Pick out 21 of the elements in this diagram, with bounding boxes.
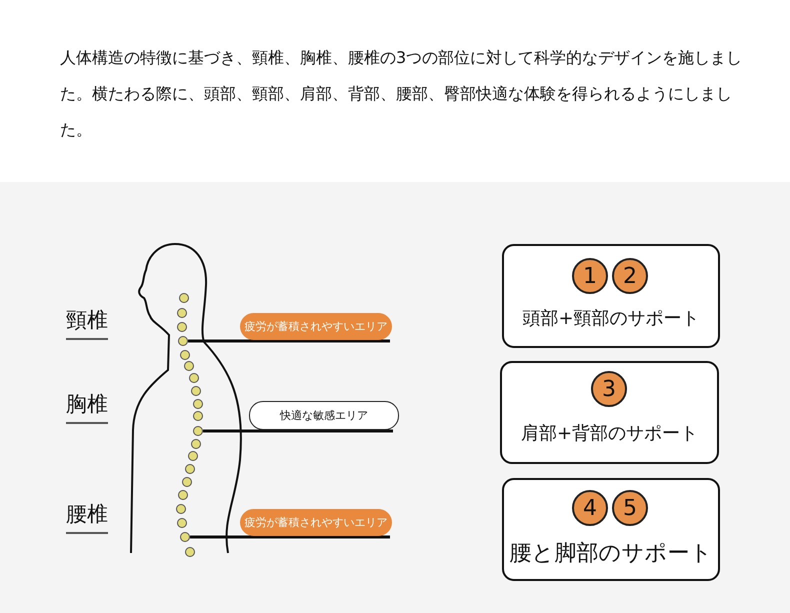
spine-region-label: 頸椎 <box>66 306 108 340</box>
support-card <box>500 361 719 464</box>
support-title: 腰と脚部のサポート <box>508 540 714 568</box>
support-card <box>502 244 720 348</box>
area-tag: 疲労が蓄積されやすいエリア <box>240 509 392 536</box>
number-badge: 4 <box>572 490 608 526</box>
leader-line <box>190 536 390 538</box>
leader-line <box>188 340 390 342</box>
number-badge: 1 <box>572 258 608 294</box>
leader-line <box>203 430 393 432</box>
spine-region-label: 腰椎 <box>66 500 108 534</box>
area-tag: 疲労が蓄積されやすいエリア <box>240 313 392 340</box>
number-badge: 3 <box>591 371 627 407</box>
support-title: 頭部+頸部のサポート <box>521 307 701 330</box>
area-tag: 快適な敏感エリア <box>249 401 399 430</box>
support-card <box>502 478 720 581</box>
support-title: 肩部+背部のサポート <box>520 422 700 445</box>
number-badge: 2 <box>612 258 648 294</box>
spine-region-label: 胸椎 <box>66 390 108 424</box>
number-badge: 5 <box>612 490 648 526</box>
intro-paragraph: 人体構造の特徴に基づき、頸椎、胸椎、腰椎の3つの部位に対して科学的なデザインを施しました。横たわる際に、頭部、頸部、肩部、背部、腰部、臀部快適な体験を得られるようにしました。 <box>60 47 744 141</box>
